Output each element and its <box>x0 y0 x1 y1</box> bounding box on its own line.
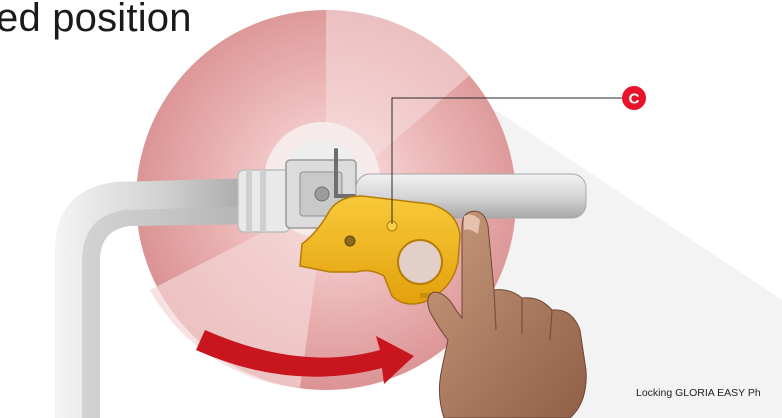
pipe-connector-ridge <box>260 170 266 232</box>
pipe-connector-ridge <box>246 170 252 232</box>
c-circle-icon: C <box>622 86 646 110</box>
callout-letter: C <box>629 91 640 108</box>
lever-finger-hole <box>398 240 442 284</box>
figure-caption: Locking GLORIA EASY Ph <box>636 387 761 399</box>
page-heading: ed position <box>0 0 192 42</box>
valve-screw <box>315 187 329 201</box>
lever-rivet <box>345 236 355 246</box>
